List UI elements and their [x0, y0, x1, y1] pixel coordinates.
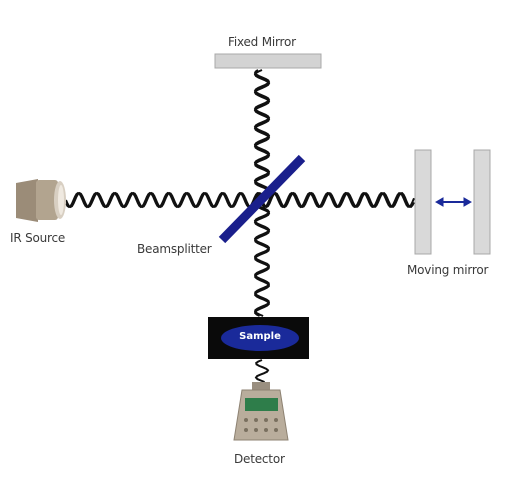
wave-detector	[254, 359, 270, 383]
moving-mirror-near	[414, 149, 432, 255]
ir-source	[16, 179, 66, 222]
beamsplitter-label: Beamsplitter	[137, 242, 212, 256]
beamsplitter	[218, 154, 306, 244]
ir-source-label: IR Source	[10, 231, 66, 245]
sample-label: Sample	[239, 331, 281, 342]
wave-sample-b	[253, 199, 271, 317]
wave-source-b	[65, 191, 263, 209]
fixed-mirror-label: Fixed Mirror	[228, 35, 296, 49]
wave-source-a	[65, 191, 263, 209]
wave-fixed-b	[253, 69, 271, 201]
moving-mirror-label: Moving mirror	[407, 263, 489, 277]
light-waves	[65, 69, 415, 383]
fixed-mirror	[214, 53, 322, 69]
movement-arrow-icon	[434, 197, 473, 207]
sample-ellipse	[221, 325, 299, 351]
wave-moving-b	[261, 191, 415, 209]
detector-label: Detector	[234, 452, 285, 466]
detector-device	[233, 382, 289, 441]
moving-mirror-far	[473, 149, 491, 255]
